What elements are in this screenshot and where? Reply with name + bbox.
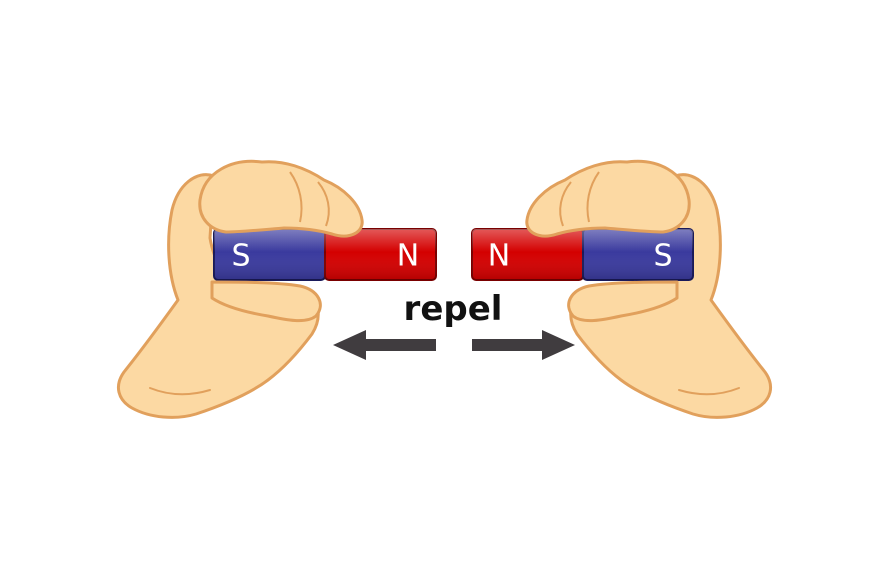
- right-magnet-south-label: S: [653, 239, 672, 274]
- left-magnet: S N: [213, 228, 437, 281]
- right-magnet-north-label: N: [488, 239, 510, 274]
- right-magnet: N S: [471, 228, 694, 281]
- right-hand-finger-line-2: [559, 181, 572, 227]
- right-hand-fingers: [525, 159, 691, 323]
- right-magnet-shine: [472, 229, 693, 280]
- left-hand-knuckles: [198, 159, 364, 238]
- right-hand-thumb: [567, 280, 679, 323]
- right-hand-wrist-crease: [678, 387, 740, 396]
- left-magnet-south-label: S: [231, 239, 250, 274]
- left-hand-wrist-crease: [149, 387, 211, 396]
- repel-label: repel: [404, 289, 503, 329]
- left-magnet-north-label: N: [397, 239, 419, 274]
- left-hand-thumb: [210, 280, 322, 323]
- left-hand-finger-line-2: [317, 181, 330, 227]
- right-arrow-icon: [472, 330, 575, 360]
- left-hand-fingers: [198, 159, 364, 323]
- left-hand-finger-line-1: [289, 171, 303, 223]
- left-magnet-shine: [214, 229, 436, 280]
- right-hand-finger-line-1: [586, 171, 600, 223]
- left-arrow-icon: [333, 330, 436, 360]
- right-hand-knuckles: [525, 159, 691, 238]
